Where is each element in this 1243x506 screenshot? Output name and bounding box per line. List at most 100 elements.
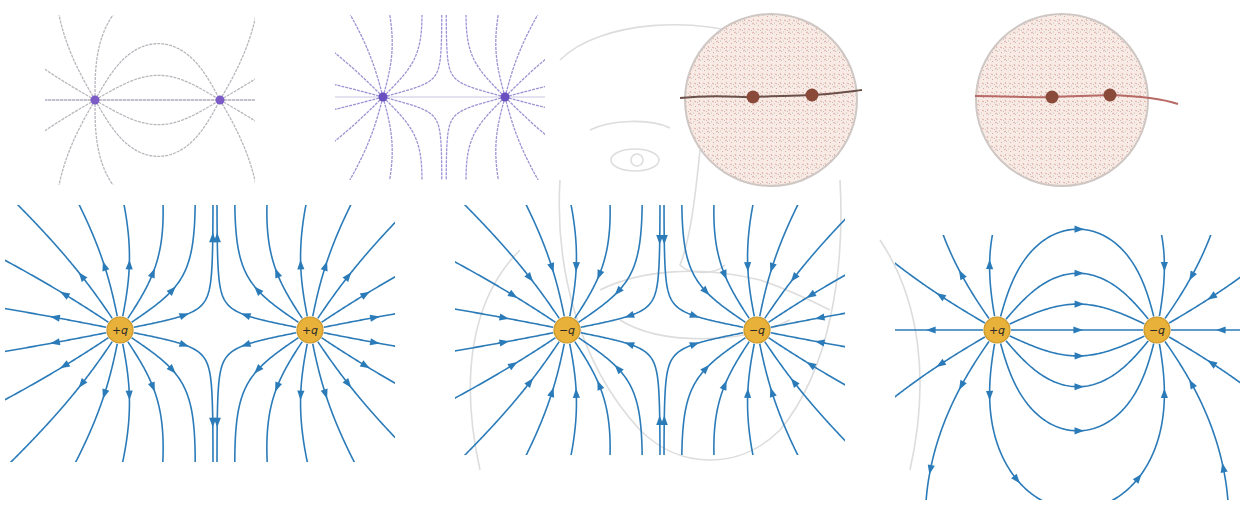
- field-line: [99, 99, 218, 100]
- field-line: [460, 205, 559, 318]
- field-line: [506, 101, 541, 180]
- field-arrow: [524, 378, 533, 388]
- field-line: [1165, 341, 1228, 500]
- field-line: [466, 100, 502, 180]
- field-arrow: [986, 260, 993, 270]
- field-line: [942, 235, 989, 319]
- field-arrow: [1189, 379, 1197, 389]
- field-arrow: [275, 268, 282, 278]
- field-line: [926, 341, 989, 500]
- field-line: [496, 101, 504, 180]
- field-line: [74, 344, 118, 462]
- field-line: [1171, 329, 1240, 331]
- field-line: [335, 100, 380, 145]
- charge-label: +q: [989, 325, 1005, 336]
- field-line: [123, 205, 130, 316]
- field-arrow: [597, 269, 604, 279]
- electrode: [1104, 89, 1117, 102]
- charge-dot: [216, 96, 225, 105]
- field-arrow: [573, 262, 580, 272]
- field-line: [134, 333, 213, 462]
- field-arrow: [689, 311, 699, 318]
- field-arrow: [1221, 463, 1228, 473]
- field-line: [132, 205, 196, 322]
- field-line: [714, 205, 749, 318]
- field-line: [348, 15, 382, 93]
- seed-dish: [976, 14, 1148, 186]
- seed-dish: [685, 14, 857, 186]
- field-arrow: [1208, 291, 1218, 299]
- field-line-connector: [1010, 336, 1145, 356]
- field-arrow: [806, 362, 816, 370]
- field-line: [95, 15, 116, 96]
- charge-disc: [107, 317, 133, 343]
- field-line: [5, 338, 108, 403]
- field-line: [455, 333, 553, 352]
- charge-dot: [91, 96, 100, 105]
- field-line: [45, 102, 92, 134]
- field-line: [581, 205, 660, 327]
- electrode: [747, 91, 760, 104]
- sketch-eye: [611, 149, 659, 171]
- field-line: [224, 99, 255, 100]
- field-line: [384, 15, 392, 93]
- field-line-group: [895, 235, 1240, 500]
- field-arrow: [343, 378, 352, 388]
- field-line-group: [5, 205, 395, 462]
- field-line: [895, 337, 985, 400]
- field-arrow: [254, 286, 263, 295]
- field-arrow: [507, 290, 517, 298]
- field-line-connector: [1001, 344, 1154, 431]
- field-line: [13, 205, 112, 318]
- field-arrow: [1074, 383, 1084, 390]
- charge-disc: [554, 317, 580, 343]
- field-line: [508, 56, 545, 95]
- field-arrow: [499, 313, 509, 320]
- field-arrow: [79, 378, 88, 388]
- field-line: [128, 342, 163, 462]
- charge-disc: [984, 317, 1010, 343]
- field-arrow: [321, 389, 328, 399]
- field-line: [386, 15, 422, 94]
- field-line: [765, 342, 845, 445]
- field-arrow: [1133, 474, 1142, 484]
- field-arrow: [1074, 226, 1084, 233]
- field-line: [570, 205, 577, 316]
- field-line: [581, 333, 660, 455]
- field-line: [748, 205, 755, 316]
- field-arrow: [297, 391, 304, 401]
- field-arrow: [815, 339, 825, 346]
- field-line: [496, 15, 504, 93]
- field-arrow: [50, 338, 60, 345]
- electrode: [1046, 91, 1059, 104]
- field-arrow: [936, 293, 946, 301]
- field-arrow: [959, 270, 967, 280]
- field-line: [58, 103, 93, 185]
- field-arrow: [928, 464, 935, 474]
- field-line: [235, 338, 299, 462]
- field-line: [509, 85, 545, 95]
- field-arrow: [167, 286, 176, 295]
- field-arrow: [126, 260, 133, 270]
- field-line: [222, 15, 255, 97]
- sketch-stroke: [559, 180, 841, 460]
- field-line: [895, 329, 983, 331]
- field-arrow: [1161, 262, 1168, 272]
- field-line: [217, 205, 296, 327]
- field-line: [990, 235, 995, 316]
- sketch-eye: [631, 154, 643, 166]
- field-arrow: [744, 262, 751, 272]
- field-line: [682, 338, 746, 455]
- field-arrow: [343, 272, 352, 282]
- field-line: [122, 344, 130, 462]
- field-line: [748, 344, 755, 455]
- field-line: [990, 344, 1049, 500]
- field-arrow: [102, 389, 109, 399]
- field-line: [222, 103, 255, 185]
- field-line: [575, 205, 610, 318]
- field-arrow: [547, 387, 554, 397]
- field-arrow: [1075, 300, 1085, 307]
- charge-disc: [297, 317, 323, 343]
